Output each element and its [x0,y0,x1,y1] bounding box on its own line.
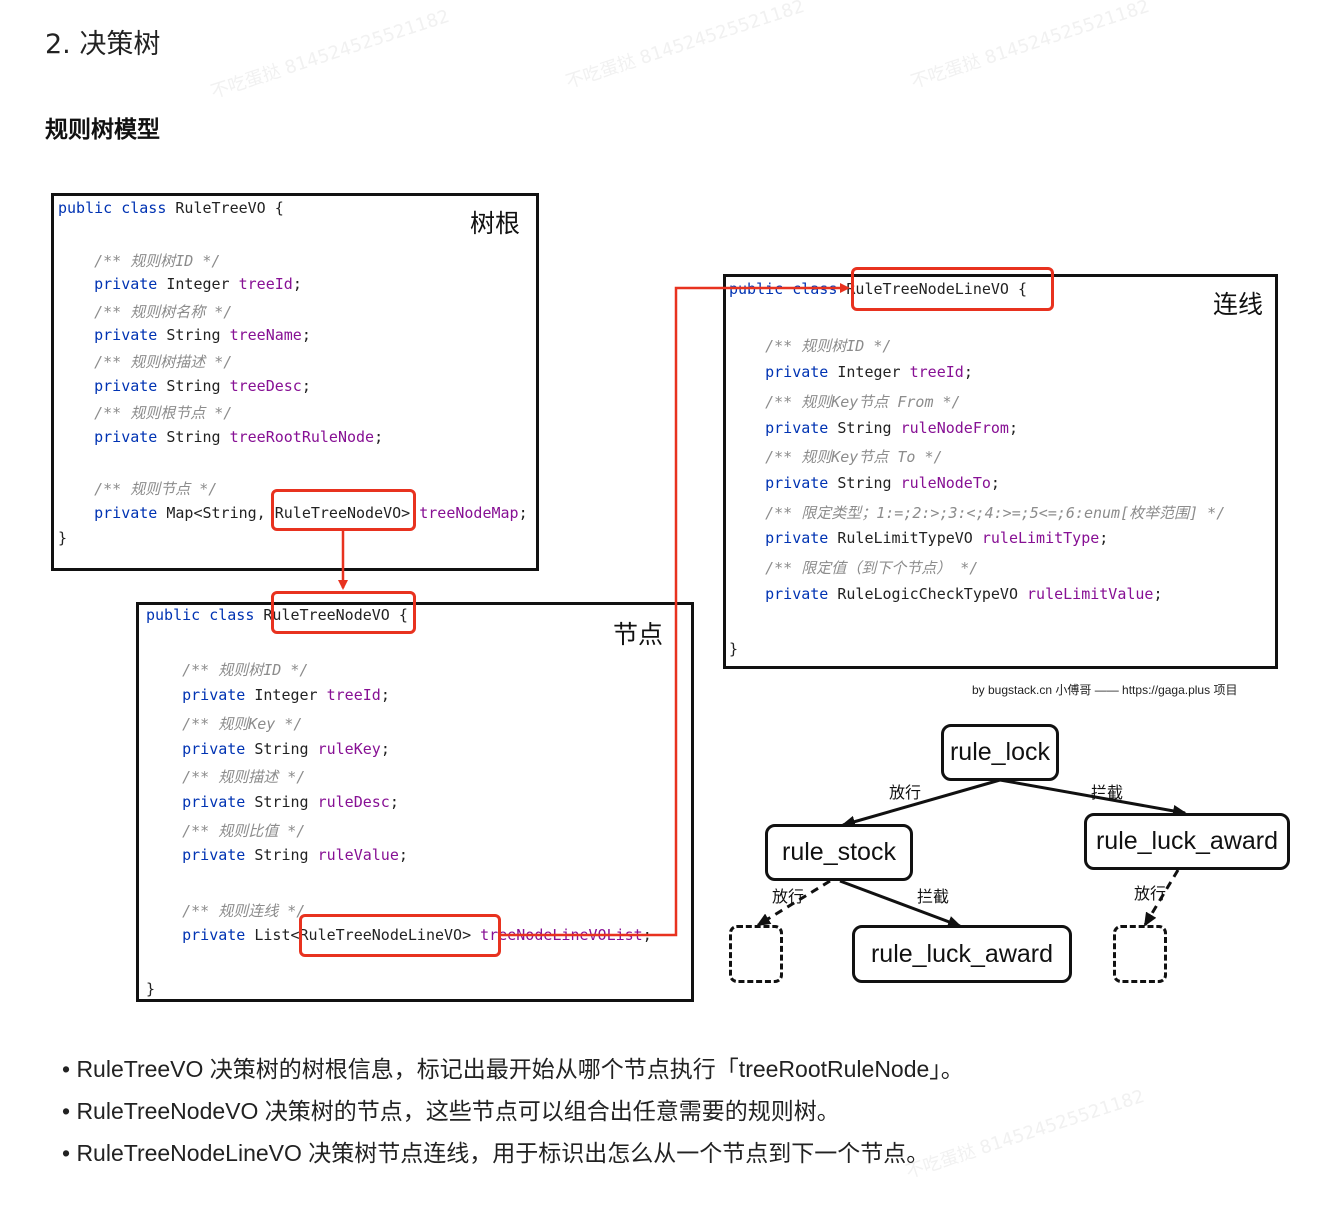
tree-line-code-box: public class RuleTreeNodeLineVO { /** 规则… [723,274,1278,669]
code-line: /** 规则描述 */ [146,768,306,787]
edge-stock-to-empty [756,879,831,927]
code-line: private RuleLogicCheckTypeVO ruleLimitVa… [729,584,1163,603]
edge-label-pass: 放行 [889,783,922,802]
edge-luck-to-empty [1143,869,1180,927]
code-line: /** 规则树ID */ [146,661,309,680]
section-heading: 2. 决策树 [45,29,161,60]
tree-root-label: 树根 [470,209,521,238]
code-line: /** 规则Key节点 From */ [729,392,961,411]
code-line: /** 规则根节点 */ [58,404,233,423]
edge-stock-to-luck [839,879,962,928]
credit-text: by bugstack.cn 小傅哥 —— https://gaga.plus … [972,683,1238,697]
code-line: /** 规则Key */ [146,714,303,733]
code-line: } [146,979,156,998]
code-line: /** 规则比值 */ [146,821,306,840]
code-line: public class RuleTreeVO { [58,199,284,217]
tree-node-label: 节点 [613,620,664,649]
code-line: private Integer treeId; [58,275,302,294]
code-line: /** 限定类型；1:=;2:>;3:<;4:>=;5<=;6:enum[枚举范… [729,503,1226,522]
code-line: /** 规则树ID */ [729,337,892,356]
code-line: } [729,640,739,659]
list-item: • RuleTreeNodeVO 决策树的节点，这些节点可以组合出任意需要的规则… [62,1098,840,1124]
code-line: private String treeDesc; [58,376,311,395]
tree-node-code-box: public class RuleTreeNodeVO { /** 规则树ID … [136,602,694,1002]
code-line: /** 限定值（到下个节点） */ [729,559,979,577]
list-item: • RuleTreeNodeLineVO 决策树节点连线，用于标识出怎么从一个节… [62,1140,930,1166]
list-item: • RuleTreeVO 决策树的树根信息，标记出最开始从哪个节点执行「tree… [62,1056,964,1082]
edge-root-to-luck [999,778,1187,817]
node-rule-luck-award-bottom: rule_luck_award [852,925,1072,983]
edge-label-block: 拦截 [1091,783,1124,802]
red-connector-list-to-line [501,283,850,937]
edge-label-pass: 放行 [1134,884,1167,903]
code-line: private Map<String, RuleTreeNodeVO> tree… [58,503,528,522]
code-line: } [58,529,68,548]
tree-line-label: 连线 [1213,290,1264,319]
code-line: /** 规则树名称 */ [58,302,233,321]
edge-root-to-stock [841,778,1001,828]
code-line: /** 规则树描述 */ [58,353,233,372]
subsection-heading: 规则树模型 [45,117,160,143]
highlight-tree-node-class [271,591,416,634]
code-line: private String ruleNodeTo; [729,473,1000,492]
code-line: private Integer treeId; [146,686,390,705]
node-rule-luck-award-right: rule_luck_award [1084,813,1290,870]
code-line: /** 规则Key节点 To */ [729,448,943,467]
code-line: private String ruleValue; [146,846,408,865]
code-line: /** 规则节点 */ [58,480,218,499]
code-line: private String treeRootRuleNode; [58,427,384,446]
edge-label-pass: 放行 [772,887,805,906]
node-rule-stock: rule_stock [765,824,913,881]
empty-node-placeholder [729,925,783,983]
edge-label-block: 拦截 [917,887,950,906]
bullet-list: • RuleTreeVO 决策树的树根信息，标记出最开始从哪个节点执行「tree… [62,1050,964,1176]
code-line: private String ruleNodeFrom; [729,418,1018,437]
highlight-tree-node-map-type [271,489,416,531]
tree-root-code-box: public class RuleTreeVO { /** 规则树ID */ p… [51,193,539,571]
code-line: private String ruleDesc; [146,792,399,811]
code-line: /** 规则树ID */ [58,251,221,270]
node-rule-lock: rule_lock [941,724,1059,781]
highlight-line-class [851,267,1054,311]
code-line: private RuleLimitTypeVO ruleLimitType; [729,529,1109,548]
code-line: private String treeName; [58,326,311,344]
code-line: private String ruleKey; [146,739,390,758]
empty-node-placeholder [1113,925,1167,983]
code-line: private Integer treeId; [729,363,973,382]
highlight-line-list-type [299,914,501,957]
code-line: public class RuleTreeNodeVO { [146,606,408,624]
